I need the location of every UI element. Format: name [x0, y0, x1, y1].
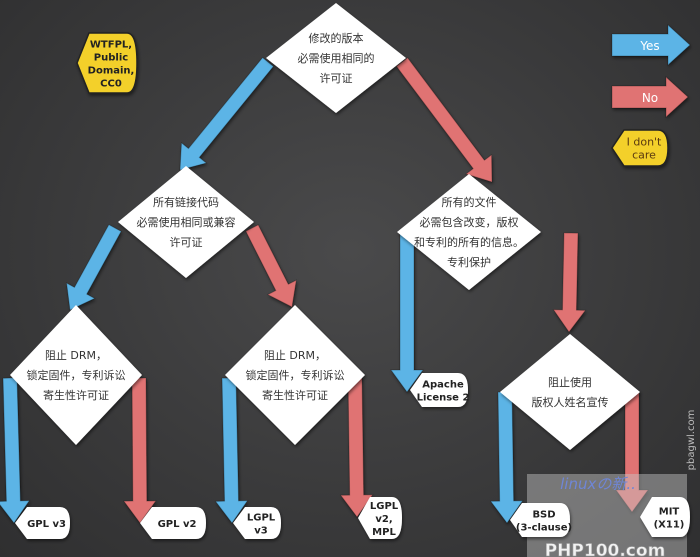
node-text-line: v2,: [375, 514, 392, 525]
node-text-line: 寄生性许可证: [43, 388, 109, 402]
node-text-line: care: [632, 149, 656, 162]
node-text-line: 阻止 DRM，: [45, 349, 107, 362]
legend-yes-arrow: [611, 23, 691, 67]
credit-text: pbagwl.com: [686, 410, 697, 471]
node-text-line: Public: [94, 53, 128, 64]
node-text-line: 版权人姓名宣传: [532, 395, 609, 409]
no-arrow-q6: [615, 391, 649, 513]
license-box: [640, 497, 690, 537]
license-box: [140, 507, 206, 539]
node-text-line: 许可证: [320, 72, 353, 85]
legend-no-arrow: [611, 75, 689, 119]
node-text-line: v3: [254, 526, 268, 537]
watermark-line2: PHP100.com: [545, 541, 666, 557]
license-lgpl-v2-mpl: LGPL v2, MPL: [358, 497, 402, 539]
node-text-line: 必需使用相同或兼容: [137, 215, 236, 229]
no-arrow-q4: [122, 377, 157, 524]
legend-yes-label: Yes: [639, 39, 659, 53]
license-box: [15, 507, 70, 539]
no-arrow-q1: [395, 57, 493, 183]
node-text-line: 所有链接代码: [153, 195, 219, 209]
node-text-line: Domain,: [88, 66, 135, 77]
license-box: [410, 373, 468, 407]
node-text-line: 和专利的所有的信息。: [414, 235, 524, 249]
node-text-line: MPL: [372, 527, 396, 538]
node-text-line: MIT: [659, 507, 680, 518]
node-text-line: 许可证: [170, 236, 203, 249]
yes-arrow-q6: [489, 391, 524, 524]
node-text-line: 修改的版本: [309, 31, 364, 45]
node-text-line: 所有的文件: [442, 195, 497, 209]
node-text-line: WTFPL,: [90, 40, 132, 51]
license-box: [233, 507, 281, 539]
node-text-line: (X11): [654, 520, 685, 531]
yes-arrow-q1: [179, 56, 275, 171]
node-text-line: LGPL: [370, 501, 399, 512]
license-box: [611, 129, 669, 167]
node-text-line: 必需包含改变，版权: [420, 215, 519, 229]
question-diamond: [500, 334, 640, 450]
license-box: [358, 497, 402, 539]
node-text-line: License 2: [417, 393, 470, 404]
yes-arrow-q2: [65, 223, 122, 311]
yes-arrow-q5: [214, 377, 249, 524]
question-diamond: [225, 305, 365, 445]
node-text-line: 锁定固件，专利诉讼: [246, 368, 345, 382]
node-text-line: 寄生性许可证: [262, 388, 328, 402]
license-bsd: BSD (3-clause): [510, 503, 572, 537]
node-text-line: 阻止 DRM，: [264, 349, 326, 362]
node-text-line: 专利保护: [447, 255, 491, 269]
node-text-line: 阻止使用: [548, 376, 592, 389]
legend-no-label: No: [642, 91, 658, 105]
watermark-line1: linuxの新..: [560, 475, 636, 493]
node-text-line: Apache: [422, 380, 464, 391]
license-box: [76, 32, 138, 94]
node-text-line: GPL v3: [27, 519, 66, 530]
node-text-line: (3-clause): [516, 523, 572, 534]
node-text-line: LGPL: [247, 513, 276, 524]
license-gpl-v2: GPL v2: [140, 507, 206, 539]
question-diamond: [397, 174, 541, 290]
node-text-line: BSD: [532, 510, 555, 521]
license-box: [510, 503, 570, 537]
question-diamond: [10, 305, 142, 445]
node-text-line: I don't: [627, 136, 662, 149]
no-arrow-q5: [339, 377, 374, 518]
no-arrow-q2: [245, 224, 297, 308]
yes-arrow-q3: [390, 232, 424, 393]
no-arrow-q3: [552, 232, 587, 333]
license-mit: MIT (X11): [640, 497, 690, 537]
license-gpl-v3: GPL v3: [15, 507, 70, 539]
question-diamond: [266, 3, 406, 113]
license-lgpl-v3: LGPL v3: [233, 507, 281, 539]
node-text-line: GPL v2: [158, 519, 197, 530]
node-text-line: CC0: [100, 79, 122, 90]
question-diamond: [118, 166, 254, 278]
node-text-line: 必需使用相同的: [298, 51, 375, 65]
node-text-line: 锁定固件，专利诉讼: [27, 368, 126, 382]
yes-arrow-q4: [0, 377, 31, 524]
